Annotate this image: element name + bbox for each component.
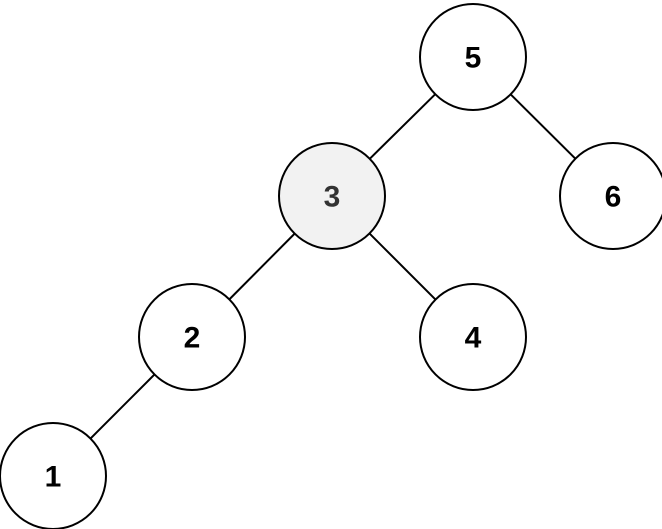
node-circle xyxy=(419,3,527,111)
node-circle xyxy=(278,142,386,250)
edge-n2-n1 xyxy=(89,373,156,440)
tree-node-1: 1 xyxy=(0,422,107,529)
tree-node-3: 3 xyxy=(278,142,386,250)
node-label: 1 xyxy=(45,461,62,494)
node-circle xyxy=(138,283,246,391)
node-circle xyxy=(0,422,107,529)
tree-node-6: 6 xyxy=(559,142,662,250)
edge-n3-n2 xyxy=(228,232,296,301)
tree-nodes: 5 3 6 2 4 1 xyxy=(0,3,662,529)
tree-node-4: 4 xyxy=(419,283,527,391)
tree-node-2: 2 xyxy=(138,283,246,391)
node-label: 5 xyxy=(465,42,482,75)
tree-edges xyxy=(89,93,577,440)
node-label: 6 xyxy=(605,181,622,214)
edge-n5-n3 xyxy=(369,93,436,160)
edge-n5-n6 xyxy=(509,93,577,160)
node-label: 3 xyxy=(324,181,341,214)
edge-n3-n4 xyxy=(368,232,437,301)
node-circle xyxy=(559,142,662,250)
node-label: 4 xyxy=(465,322,482,355)
node-label: 2 xyxy=(184,322,201,355)
node-circle xyxy=(419,283,527,391)
tree-node-5: 5 xyxy=(419,3,527,111)
